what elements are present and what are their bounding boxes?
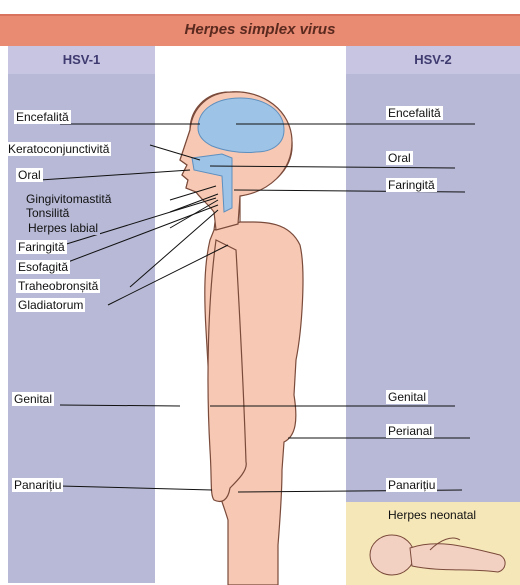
hsv1-label-genital: Genital: [12, 392, 54, 406]
hsv1-label-esofagita: Esofagită: [16, 260, 70, 274]
neonate-figure: [370, 535, 505, 575]
brain-shape: [198, 98, 284, 153]
hsv2-label-genital: Genital: [386, 390, 428, 404]
hsv1-label-tonsilita: Tonsilită: [24, 206, 71, 220]
hsv1-label-traheobronsita: Traheobronșită: [16, 279, 100, 293]
hsv1-label-keratoconjunctivita: Keratoconjunctivită: [6, 142, 111, 156]
hsv2-label-faringita: Faringită: [386, 178, 437, 192]
hsv2-label-panaritiu: Panarițiu: [386, 478, 437, 492]
hsv1-label-gingivitomastita: Gingivitomastită: [24, 192, 113, 206]
hsv1-label-panaritiu: Panarițiu: [12, 478, 63, 492]
hsv2-label-perianal: Perianal: [386, 424, 434, 438]
hsv2-label-herpes-neonatal: Herpes neonatal: [386, 508, 478, 522]
hsv1-label-faringita: Faringită: [16, 240, 67, 254]
hsv2-label-encefalita: Encefalită: [386, 106, 443, 120]
hsv1-label-herpes-labial: Herpes labial: [26, 221, 100, 235]
hsv1-label-encefalita: Encefalită: [14, 110, 71, 124]
hsv1-label-oral: Oral: [16, 168, 43, 182]
hsv2-label-oral: Oral: [386, 151, 413, 165]
hsv1-label-gladiatorum: Gladiatorum: [16, 298, 85, 312]
